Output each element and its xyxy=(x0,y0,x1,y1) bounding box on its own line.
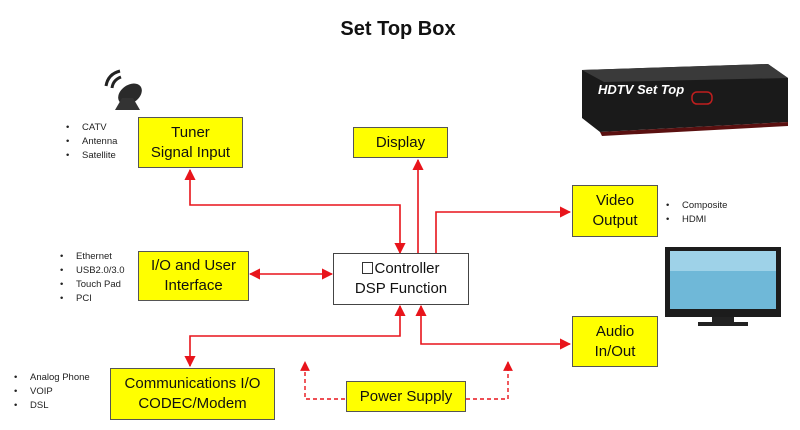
power-label: Power Supply xyxy=(359,387,453,405)
tv-monitor-icon xyxy=(665,247,781,326)
tuner-inputs-list: CATV Antenna Satellite xyxy=(66,121,117,163)
tuner-line1: Tuner xyxy=(171,123,210,141)
placeholder-glyph-icon xyxy=(362,262,374,274)
display-block: Display xyxy=(353,127,448,158)
io-interfaces-list: Ethernet USB2.0/3.0 Touch Pad PCI xyxy=(60,250,125,306)
set-top-box-icon: HDTV Set Top xyxy=(582,64,788,136)
comms-line1: Communications I/O xyxy=(124,375,261,392)
power-supply-block: Power Supply xyxy=(346,381,466,412)
controller-line2: DSP Function xyxy=(354,280,448,297)
arrow-controller-video xyxy=(435,206,572,253)
communications-block: Communications I/O CODEC/Modem xyxy=(110,368,275,420)
list-item: VOIP xyxy=(14,385,90,399)
list-item: Touch Pad xyxy=(60,278,125,292)
io-line2: Interface xyxy=(164,277,223,294)
display-label: Display xyxy=(375,133,426,151)
tuner-line2: Signal Input xyxy=(150,143,231,161)
list-item: CATV xyxy=(66,121,117,135)
list-item: Analog Phone xyxy=(14,371,90,385)
arrow-tuner-controller xyxy=(184,168,406,255)
satellite-dish-icon xyxy=(104,69,142,110)
audio-line2: In/Out xyxy=(594,342,636,360)
audio-line1: Audio xyxy=(595,322,635,340)
list-item: Composite xyxy=(666,199,727,213)
comms-line2: CODEC/Modem xyxy=(138,395,247,412)
arrow-power-right xyxy=(466,361,513,400)
list-item: PCI xyxy=(60,292,125,306)
list-item: Ethernet xyxy=(60,250,125,264)
controller-line1: Controller xyxy=(374,260,440,277)
controller-block: Controller DSP Function xyxy=(333,253,469,305)
list-item: Antenna xyxy=(66,135,117,149)
io-interface-block: I/O and User Interface xyxy=(138,251,249,301)
comms-list: Analog Phone VOIP DSL xyxy=(14,371,90,413)
video-outputs-list: Composite HDMI xyxy=(666,199,727,227)
list-item: USB2.0/3.0 xyxy=(60,264,125,278)
arrow-controller-audio xyxy=(415,304,572,350)
list-item: DSL xyxy=(14,399,90,413)
stb-label: HDTV Set Top xyxy=(598,82,684,97)
list-item: Satellite xyxy=(66,149,117,163)
video-line2: Output xyxy=(592,212,638,229)
video-output-block: Video Output xyxy=(572,185,658,237)
io-line1: I/O and User xyxy=(150,257,237,274)
arrow-controller-comms xyxy=(184,304,406,368)
list-item: HDMI xyxy=(666,213,727,227)
video-line1: Video xyxy=(595,192,635,209)
tuner-block: Tuner Signal Input xyxy=(138,117,243,168)
arrow-power-left xyxy=(300,361,345,400)
audio-block: Audio In/Out xyxy=(572,316,658,367)
page-title: Set Top Box xyxy=(340,18,456,40)
